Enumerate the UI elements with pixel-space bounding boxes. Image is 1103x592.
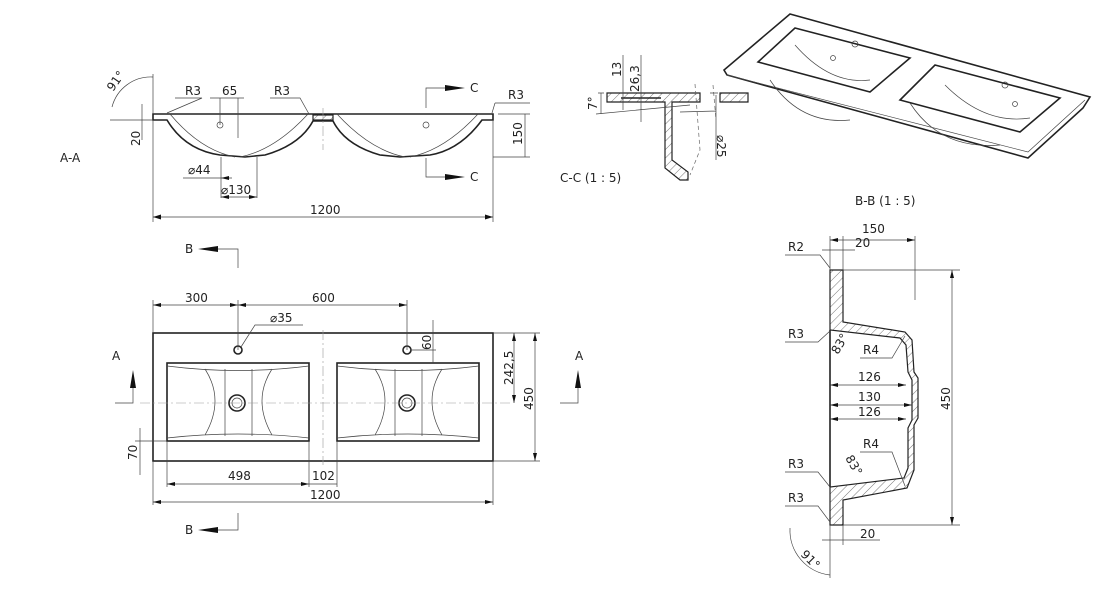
cut-b-top: B [185,242,193,256]
dim-150: 150 [511,122,525,145]
dim-1200: 1200 [310,488,341,502]
cut-c-bottom: C [470,170,478,184]
angle-91: 91° [104,68,128,93]
radius-r3-right: R3 [508,88,524,102]
dim-126-a: 126 [858,370,881,384]
dim-26-3: 26,3 [628,65,642,92]
left-basin [166,362,310,442]
section-label: C-C (1 : 5) [560,171,621,185]
radius-r3-b: R3 [788,457,804,471]
radius-r3-c: R3 [788,491,804,505]
dim-dia35: ⌀35 [270,311,293,325]
cut-a-left: A [112,349,121,363]
section-hatch [606,92,701,181]
radius-r4-bottom: R4 [863,437,879,451]
radius-r3-mid: R3 [274,84,290,98]
section-b-b: B-B (1 : 5) 150 20 450 R2 R3 83° R4 126 … [785,194,960,578]
section-a-a: A-A 1200 150 20 91° R3 65 R3 R3 ⌀44 ⌀130… [60,68,530,222]
dim-102: 102 [312,469,335,483]
radius-r3-left: R3 [185,84,201,98]
dim-130: 130 [858,390,881,404]
dim-150: 150 [862,222,885,236]
dim-126-b: 126 [858,405,881,419]
cut-c-top: C [470,81,478,95]
section-c-c: 13 26,3 7° ⌀25 C-C (1 : 5) [560,55,749,185]
dim-dia130: ⌀130 [221,183,251,197]
sink-profile [152,113,494,158]
plan-view: 300 600 ⌀35 60 242,5 450 70 498 102 1200… [112,242,584,537]
dim-70: 70 [126,445,140,460]
dim-20-top: 20 [855,236,870,250]
radius-r3-a: R3 [788,327,804,341]
dim-498: 498 [228,469,251,483]
angle-83-bottom: 83° [842,453,865,478]
dim-300: 300 [185,291,208,305]
dim-dia44: ⌀44 [188,163,211,177]
dim-60: 60 [420,335,434,350]
dim-13: 13 [610,62,624,77]
right-basin [336,362,480,442]
dim-1200: 1200 [310,203,341,217]
dim-242-5: 242,5 [502,351,516,385]
dim-450: 450 [939,387,953,410]
dim-450: 450 [522,387,536,410]
dim-20-bottom: 20 [860,527,875,541]
cut-a-right: A [575,349,584,363]
angle-7: 7° [586,96,600,110]
section-label: A-A [60,151,81,165]
tap-hole [422,121,430,129]
dim-20: 20 [129,131,143,146]
dim-600: 600 [312,291,335,305]
dim-dia25: ⌀25 [714,135,728,158]
angle-91: 91° [798,547,823,572]
section-label: B-B (1 : 5) [855,194,916,208]
isometric-view [722,13,1092,159]
radius-r4-top: R4 [863,343,879,357]
dim-65: 65 [222,84,237,98]
radius-r2: R2 [788,240,804,254]
angle-83-top: 83° [828,331,851,356]
cut-b-bottom: B [185,523,193,537]
